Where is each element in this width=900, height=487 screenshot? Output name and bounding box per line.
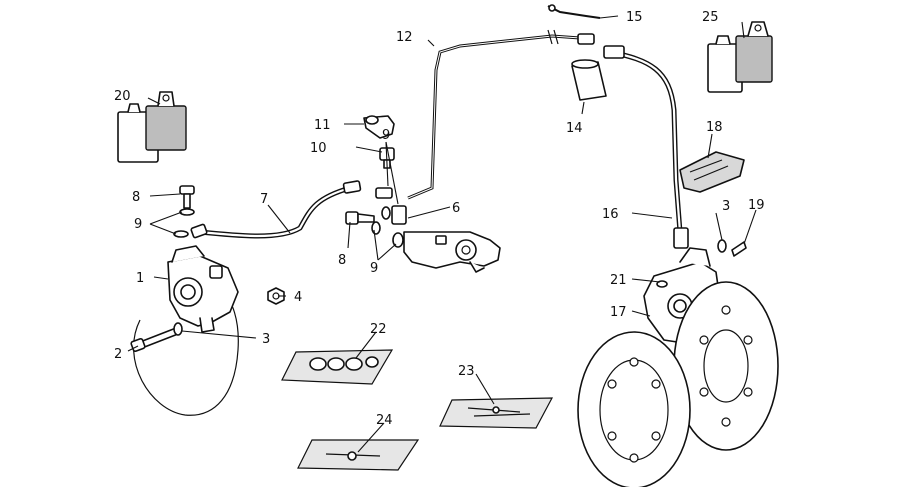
- front-brake-pads: [707, 21, 773, 93]
- middle-banjo-bolt: [345, 211, 375, 225]
- front-brake-hose: [603, 45, 689, 249]
- callout-22: 22: [370, 322, 387, 337]
- rear-caliper-bolt: [130, 322, 183, 352]
- pad-retaining-spring: [679, 151, 745, 193]
- front-brake-line: [407, 29, 595, 200]
- callout-labels: 1 2 3 3 4 6 7 8 8 9 9 9 10 11 12 14 15 1…: [114, 10, 765, 428]
- callout-15: 15: [626, 10, 643, 25]
- rear-brake-caliper: [167, 245, 239, 333]
- rear-banjo-bolt: [173, 185, 195, 238]
- callout-9-lower: 9: [370, 261, 378, 276]
- callout-8-middle: 8: [338, 253, 346, 268]
- callout-1: 1: [136, 271, 144, 286]
- callout-10: 10: [310, 141, 327, 156]
- callout-2: 2: [114, 347, 122, 362]
- hose-spacer: [571, 59, 607, 101]
- callout-24: 24: [376, 413, 393, 428]
- callout-4: 4: [294, 290, 302, 305]
- union-fitting: [371, 187, 407, 248]
- callout-21: 21: [610, 273, 627, 288]
- leader-lines: [127, 15, 757, 453]
- callout-18: 18: [706, 120, 723, 135]
- rear-brake-hose: [190, 180, 362, 239]
- callout-20: 20: [114, 89, 131, 104]
- spring-kit-packet: [297, 439, 420, 471]
- hardware-kit-packet: [439, 397, 554, 429]
- rear-master-cylinder: [403, 231, 501, 273]
- rear-brake-pads: [117, 91, 187, 163]
- callout-11: 11: [314, 118, 331, 133]
- callout-9-upper: 9: [382, 128, 390, 143]
- callout-17: 17: [610, 305, 627, 320]
- callout-16: 16: [602, 207, 619, 222]
- callout-9-rear: 9: [134, 217, 142, 232]
- front-brake-disc-front: [577, 331, 691, 487]
- hose-clip: [547, 4, 601, 19]
- front-brake-disc-rear: [673, 281, 779, 451]
- switch-connector-cap: [363, 115, 395, 139]
- rear-caliper-nut: [267, 287, 285, 305]
- front-caliper-bolt: [717, 239, 747, 257]
- callout-19: 19: [748, 198, 765, 213]
- rear-brake-disc: [133, 289, 239, 416]
- callout-14: 14: [566, 121, 583, 136]
- callout-25: 25: [702, 10, 719, 25]
- callout-7: 7: [260, 192, 268, 207]
- callout-8-rear: 8: [132, 190, 140, 205]
- callout-3-front: 3: [722, 199, 730, 214]
- callout-12: 12: [396, 30, 413, 45]
- seal-kit-packet: [281, 349, 394, 385]
- callout-3-rear: 3: [262, 332, 270, 347]
- callout-6: 6: [452, 201, 460, 216]
- callout-23: 23: [458, 364, 475, 379]
